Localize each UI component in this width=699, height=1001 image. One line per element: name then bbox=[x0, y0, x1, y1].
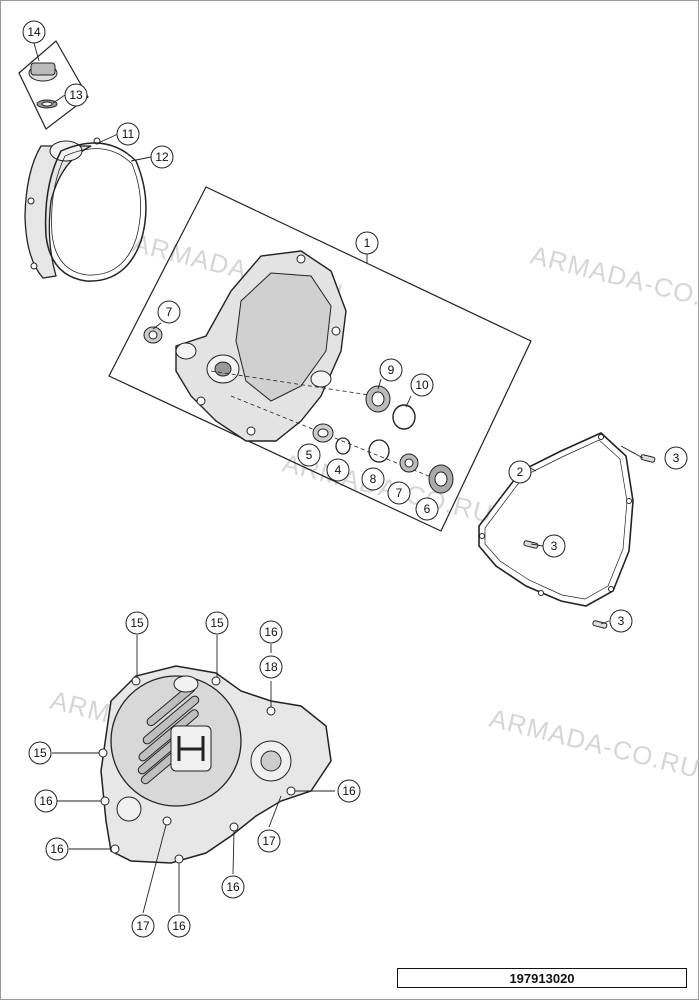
part-callouts: 14 13 11 12 1 7 9 10 5 4 8 7 6 2 3 3 3 1… bbox=[22, 20, 688, 938]
svg-text:12: 12 bbox=[155, 150, 169, 164]
svg-text:16: 16 bbox=[50, 842, 64, 856]
callout-16[interactable]: 16 bbox=[34, 789, 58, 813]
dowel-pins bbox=[523, 454, 656, 629]
svg-text:1: 1 bbox=[364, 236, 371, 250]
svg-text:18: 18 bbox=[264, 660, 278, 674]
reference-number-text: 197913020 bbox=[509, 970, 575, 986]
watermark: ARMADA-CO.RU bbox=[487, 703, 699, 784]
callout-10[interactable]: 10 bbox=[410, 373, 434, 397]
callout-15[interactable]: 15 bbox=[125, 611, 149, 635]
svg-text:6: 6 bbox=[424, 502, 431, 516]
svg-text:3: 3 bbox=[551, 539, 558, 553]
svg-text:14: 14 bbox=[27, 25, 41, 39]
svg-text:15: 15 bbox=[210, 616, 224, 630]
callout-18[interactable]: 18 bbox=[259, 655, 283, 679]
callout-8[interactable]: 8 bbox=[361, 467, 385, 491]
svg-text:10: 10 bbox=[415, 378, 429, 392]
callout-1[interactable]: 1 bbox=[355, 231, 379, 255]
diagram-reference-number: 197913020 bbox=[397, 968, 687, 988]
callout-6[interactable]: 6 bbox=[415, 497, 439, 521]
svg-text:15: 15 bbox=[130, 616, 144, 630]
callout-16[interactable]: 16 bbox=[221, 875, 245, 899]
callout-3[interactable]: 3 bbox=[542, 534, 566, 558]
assembled-clutch-cover bbox=[98, 665, 332, 864]
callout-2[interactable]: 2 bbox=[508, 460, 532, 484]
shaft-seal-left bbox=[143, 326, 163, 344]
svg-text:16: 16 bbox=[226, 880, 240, 894]
svg-text:13: 13 bbox=[69, 88, 83, 102]
svg-text:4: 4 bbox=[335, 463, 342, 477]
callout-9[interactable]: 9 bbox=[379, 358, 403, 382]
svg-text:15: 15 bbox=[33, 746, 47, 760]
callout-16[interactable]: 16 bbox=[259, 620, 283, 644]
leader-lines bbox=[33, 42, 644, 914]
svg-text:3: 3 bbox=[673, 451, 680, 465]
svg-text:16: 16 bbox=[342, 784, 356, 798]
callout-15[interactable]: 15 bbox=[205, 611, 229, 635]
callout-3[interactable]: 3 bbox=[664, 446, 688, 470]
svg-text:17: 17 bbox=[262, 834, 276, 848]
circlip-4 bbox=[335, 437, 351, 455]
svg-text:8: 8 bbox=[370, 472, 377, 486]
ring-8 bbox=[368, 439, 390, 463]
bearing-9 bbox=[365, 385, 391, 413]
svg-text:16: 16 bbox=[39, 794, 53, 808]
svg-text:9: 9 bbox=[388, 363, 395, 377]
svg-text:11: 11 bbox=[122, 127, 135, 141]
circlip-10 bbox=[392, 404, 416, 430]
svg-text:16: 16 bbox=[172, 919, 186, 933]
callout-12[interactable]: 12 bbox=[150, 145, 174, 169]
watermark: ARMADA-CO.RU bbox=[528, 240, 699, 321]
svg-text:3: 3 bbox=[618, 614, 625, 628]
callout-3[interactable]: 3 bbox=[609, 609, 633, 633]
callout-7[interactable]: 7 bbox=[387, 481, 411, 505]
clutch-cover bbox=[175, 250, 442, 482]
seal-5 bbox=[312, 423, 334, 443]
clutch-cover-group-box bbox=[108, 186, 532, 532]
callout-16[interactable]: 16 bbox=[45, 837, 69, 861]
oil-filler-plug-group bbox=[18, 40, 89, 130]
svg-text:5: 5 bbox=[306, 448, 313, 462]
callout-13[interactable]: 13 bbox=[64, 83, 88, 107]
outer-cover-gasket bbox=[44, 142, 147, 282]
callout-17[interactable]: 17 bbox=[257, 829, 281, 853]
shaft-seal-right bbox=[399, 453, 419, 473]
svg-text:2: 2 bbox=[517, 465, 524, 479]
callout-15[interactable]: 15 bbox=[28, 741, 52, 765]
callout-17[interactable]: 17 bbox=[131, 914, 155, 938]
callout-14[interactable]: 14 bbox=[22, 20, 46, 44]
callout-4[interactable]: 4 bbox=[326, 458, 350, 482]
outer-clutch-cover bbox=[24, 137, 101, 279]
callout-7[interactable]: 7 bbox=[157, 300, 181, 324]
svg-text:7: 7 bbox=[166, 305, 173, 319]
callout-5[interactable]: 5 bbox=[297, 443, 321, 467]
clutch-cover-gasket bbox=[478, 432, 634, 607]
svg-text:17: 17 bbox=[136, 919, 150, 933]
callout-16[interactable]: 16 bbox=[337, 779, 361, 803]
svg-text:7: 7 bbox=[396, 486, 403, 500]
callout-16[interactable]: 16 bbox=[167, 914, 191, 938]
svg-text:16: 16 bbox=[264, 625, 278, 639]
callout-11[interactable]: 11 bbox=[116, 122, 140, 146]
bearing-6 bbox=[428, 464, 454, 494]
